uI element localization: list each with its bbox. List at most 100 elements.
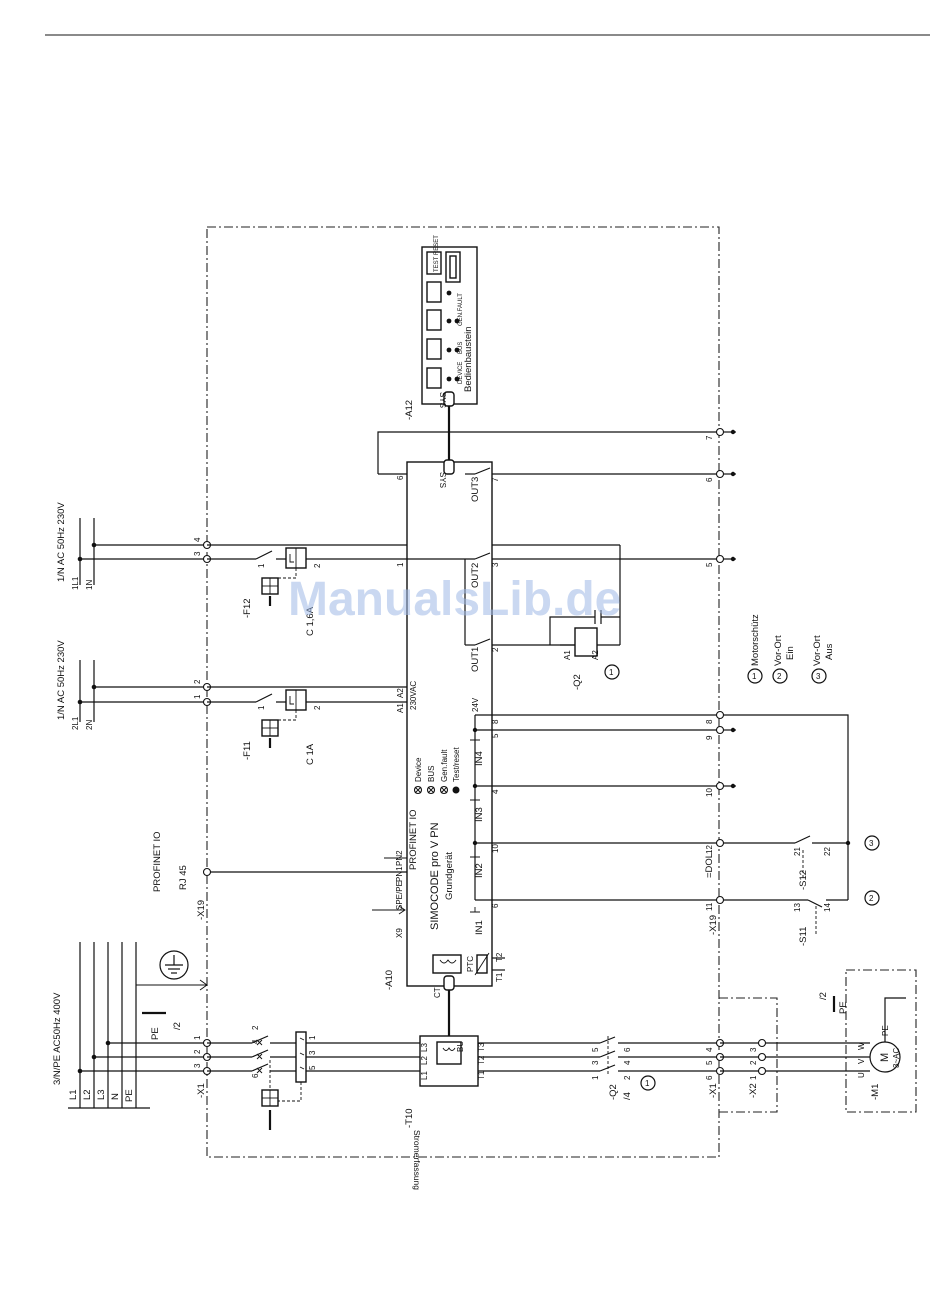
x19r-num-6: 6 — [705, 477, 714, 482]
f12-num-2: 2 — [313, 563, 322, 568]
watermark: ManualsLib.de — [288, 573, 621, 626]
q2-contact-2: 2 — [623, 1075, 632, 1080]
device-sys-connector — [443, 404, 455, 475]
ctrl-num-4: 4 — [193, 537, 202, 542]
x1-num-2: 2 — [193, 1049, 202, 1054]
q2-contact-1: 1 — [591, 1075, 600, 1080]
x19r-num-10: 10 — [705, 788, 714, 797]
device-t2: T2 — [495, 952, 504, 962]
svg-text:1: 1 — [752, 672, 757, 681]
in1-pin: 6 — [491, 903, 500, 908]
x19r-num-12: 12 — [705, 845, 714, 854]
simocode-device-box — [406, 461, 493, 987]
x2-label: -X2 — [748, 1083, 759, 1098]
q2-ref: /4 — [622, 1092, 633, 1100]
q1-num-1: 1 — [308, 1035, 317, 1040]
x19r-num-8: 8 — [705, 719, 714, 724]
ptc-input — [474, 952, 505, 976]
in1-label: IN1 — [474, 920, 485, 935]
contactor-coil-q2 — [549, 610, 620, 657]
sensor-out-t1: T1 — [477, 1070, 486, 1080]
motor-phase-w: W — [857, 1042, 866, 1050]
spe-arrowhead — [398, 905, 406, 915]
q1-num-5: 5 — [308, 1065, 317, 1070]
s12-tag: -S12 — [798, 870, 809, 890]
pin8-label: 8 — [491, 719, 500, 724]
earth-ground-icon — [159, 950, 189, 980]
led-bus: BUS — [427, 766, 436, 782]
current-sensor-symbol — [436, 1041, 462, 1065]
panel-label-device: DEVICE — [458, 362, 464, 384]
device-supply: 230VAC — [409, 681, 418, 710]
device-leds — [413, 785, 460, 795]
sensor-title: Stromerfassung — [412, 1130, 422, 1190]
x2-and-motor-wiring — [720, 997, 906, 1076]
x19r-num-7: 7 — [705, 435, 714, 440]
in4-pin: 5 — [491, 733, 500, 738]
motor-ref: /2 — [818, 992, 829, 1000]
x1r-num-4: 4 — [705, 1047, 714, 1052]
device-ct: CT — [433, 987, 442, 998]
in2-label: IN2 — [474, 863, 485, 878]
q1-num-3: 3 — [308, 1050, 317, 1055]
q2-contact-6: 6 — [623, 1047, 632, 1052]
out2-pin3: 3 — [491, 562, 500, 567]
x19-right-label: -X19 — [708, 915, 719, 935]
f11-num-2: 2 — [313, 705, 322, 710]
device-x9: X9 — [395, 928, 404, 938]
x2-terminal-outline — [719, 997, 778, 1113]
sensor-out-t3: T3 — [477, 1042, 486, 1052]
x2-num-3: 3 — [749, 1047, 758, 1052]
sensor-in-l2: L2 — [420, 1056, 429, 1065]
ctrl-num-2: 2 — [193, 679, 202, 684]
svg-text:1: 1 — [645, 1079, 650, 1088]
s11-pin-13: 13 — [793, 903, 802, 912]
control-supply-2-line-n: 1N — [85, 580, 94, 590]
x1-label: -X1 — [196, 1083, 207, 1098]
x1-num-1: 1 — [193, 1035, 202, 1040]
legend-marker-3-switch: 3 — [864, 835, 880, 851]
x1-right-label: -X1 — [708, 1083, 719, 1098]
panel-title: Bedienbaustein — [463, 327, 474, 393]
contactor-main-contacts — [599, 1036, 720, 1075]
f12-num-1: 1 — [257, 563, 266, 568]
s12-pin-21: 21 — [793, 847, 802, 856]
f11-num-1: 1 — [257, 705, 266, 710]
out3-label: OUT3 — [470, 477, 481, 502]
s12-pin-22: 22 — [823, 847, 832, 856]
led-testreset: Test/reset — [452, 747, 461, 782]
f11-rating: C 1A — [305, 743, 316, 765]
s11-tag: -S11 — [798, 927, 809, 946]
q1-num-2: 2 — [251, 1025, 260, 1030]
legend-item-2-line1: Vor-Ort — [773, 635, 784, 666]
in2-pin: 10 — [491, 844, 500, 853]
motor-outline — [845, 969, 917, 1113]
device-outputs — [377, 431, 720, 646]
control-supply-2-bus — [77, 518, 207, 585]
sensor-in-l3: L3 — [420, 1043, 429, 1052]
profinet-label: PROFINET IO — [152, 831, 163, 892]
in3-label: IN3 — [474, 807, 485, 822]
legend-marker-1-contacts: 1 — [640, 1075, 656, 1091]
device-a1: A1 — [396, 703, 405, 713]
device-pin6: 6 — [396, 475, 405, 480]
led-genfault: Gen.fault — [440, 749, 449, 782]
sensor-bu: BU — [456, 1041, 465, 1052]
panel-tag: -A12 — [404, 400, 415, 420]
svg-text:PE: PE — [124, 1089, 135, 1102]
motor-rating: 3~AC — [892, 1048, 901, 1068]
svg-text:2: 2 — [777, 672, 782, 681]
ctrl-num-3: 3 — [193, 551, 202, 556]
sensor-tag: -T10 — [404, 1108, 415, 1128]
panel-label-testreset: TEST RESET — [434, 235, 440, 272]
x1r-num-6: 6 — [705, 1075, 714, 1080]
q2-contact-5: 5 — [591, 1047, 600, 1052]
operator-panel-controls — [426, 251, 461, 407]
led-device: Device — [414, 757, 423, 782]
device-t1: T1 — [495, 972, 504, 982]
out2-label: OUT2 — [470, 563, 481, 588]
svg-text:L1: L1 — [68, 1089, 79, 1100]
x2-num-2: 2 — [749, 1060, 758, 1065]
legend: 1 2 3 — [747, 668, 827, 684]
